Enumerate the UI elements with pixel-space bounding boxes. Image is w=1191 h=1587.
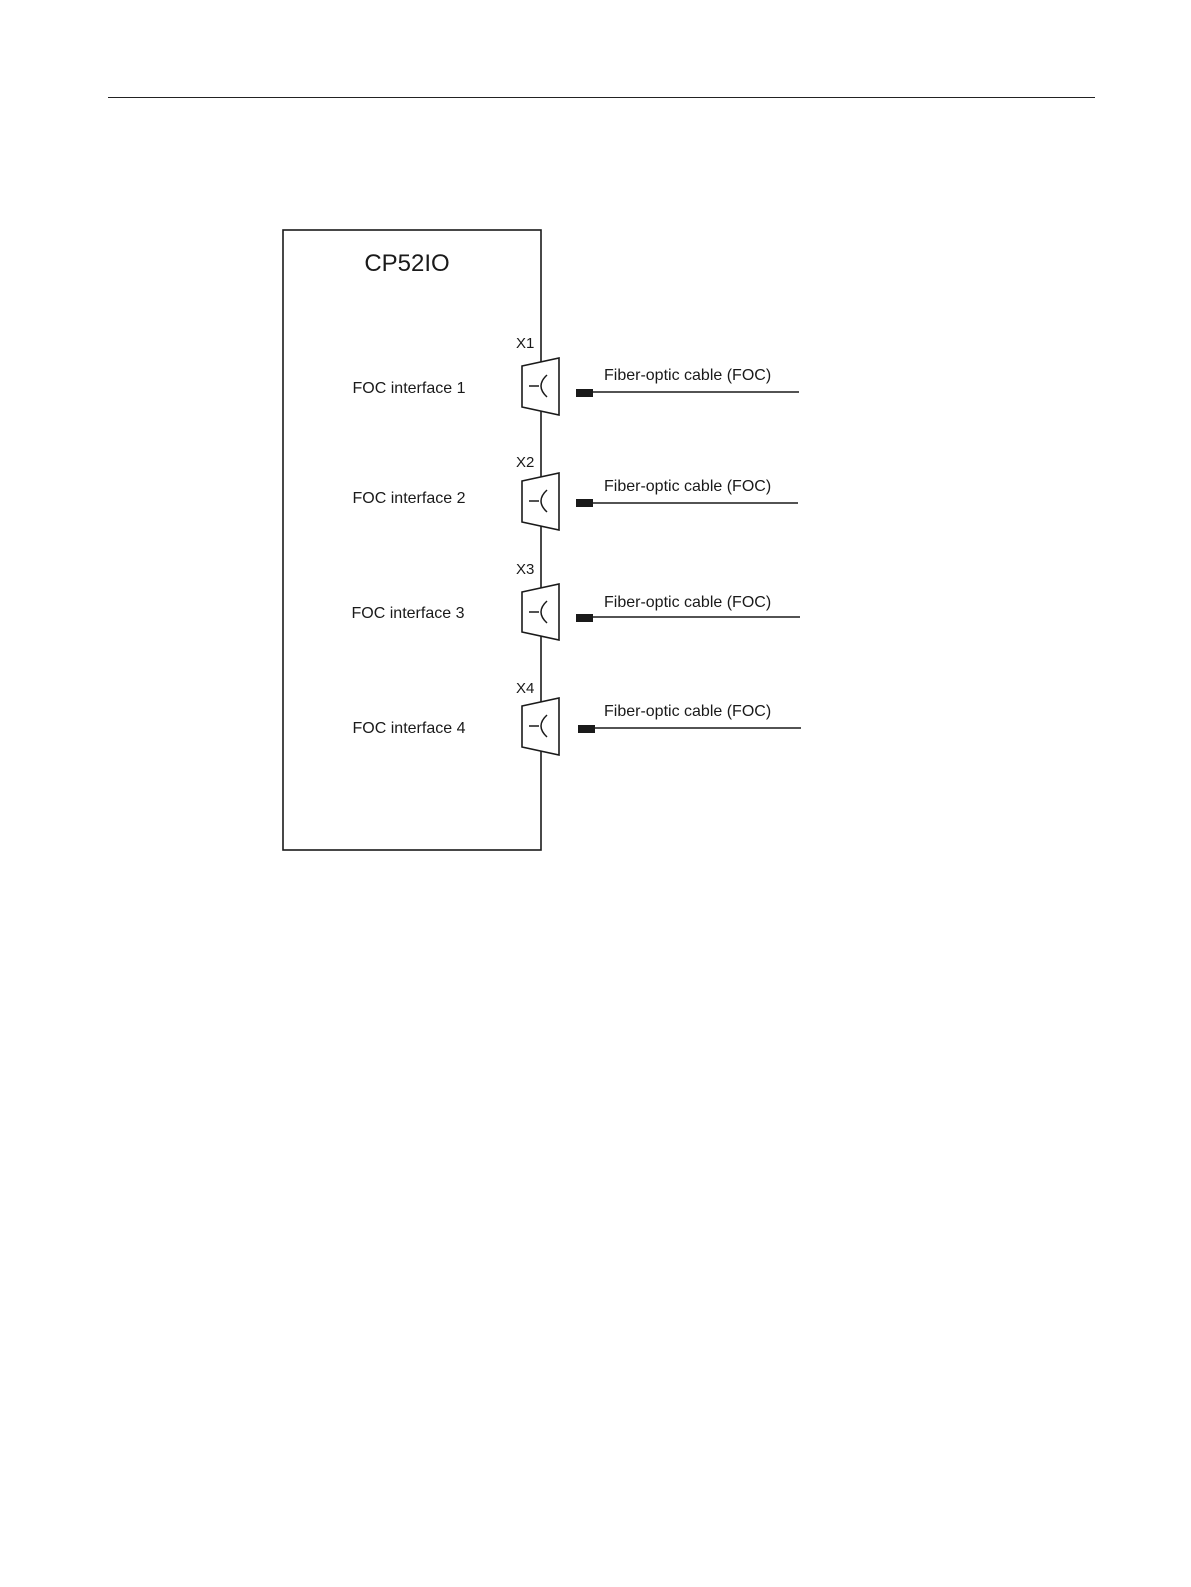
port-label-x4: X4 bbox=[516, 680, 534, 697]
cable-label-3: Fiber-optic cable (FOC) bbox=[604, 594, 771, 611]
interface-label-3: FOC interface 3 bbox=[352, 605, 465, 622]
cable-plug-1 bbox=[576, 389, 593, 397]
interface-row-2: X2 FOC interface 2 Fiber-optic cable (FO… bbox=[353, 454, 798, 530]
cable-label-4: Fiber-optic cable (FOC) bbox=[604, 703, 771, 720]
interface-row-1: X1 FOC interface 1 Fiber-optic cable (FO… bbox=[353, 335, 799, 415]
interface-label-2: FOC interface 2 bbox=[353, 490, 466, 507]
port-label-x2: X2 bbox=[516, 454, 534, 471]
interface-row-3: X3 FOC interface 3 Fiber-optic cable (FO… bbox=[352, 561, 800, 640]
cable-label-2: Fiber-optic cable (FOC) bbox=[604, 478, 771, 495]
cable-label-1: Fiber-optic cable (FOC) bbox=[604, 367, 771, 384]
port-label-x3: X3 bbox=[516, 561, 534, 578]
cable-plug-3 bbox=[576, 614, 593, 622]
interface-label-1: FOC interface 1 bbox=[353, 380, 466, 397]
module-title: CP52IO bbox=[364, 250, 449, 277]
module-box bbox=[283, 230, 541, 850]
cable-plug-4 bbox=[578, 725, 595, 733]
port-label-x1: X1 bbox=[516, 335, 534, 352]
cable-plug-2 bbox=[576, 499, 593, 507]
interface-row-4: X4 FOC interface 4 Fiber-optic cable (FO… bbox=[353, 680, 801, 755]
interface-label-4: FOC interface 4 bbox=[353, 720, 466, 737]
